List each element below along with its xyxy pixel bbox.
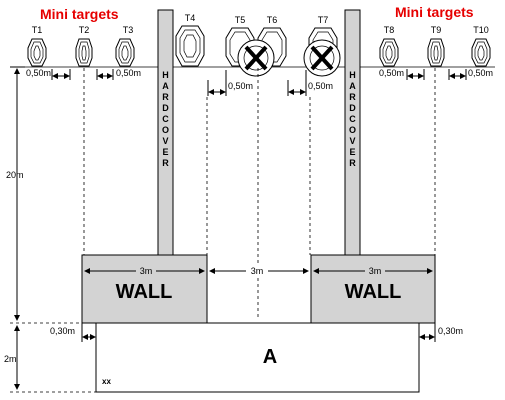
- wall-left-label: WALL: [116, 281, 173, 303]
- wall-right-width-bg: [365, 264, 385, 276]
- target-t1-icon: [27, 38, 47, 67]
- no-shoot-target-t5-t6-icon: [237, 39, 275, 77]
- wall-left-width-label: 3m: [140, 266, 153, 276]
- target-label-t3: T3: [123, 25, 134, 35]
- wall-right-label: WALL: [345, 281, 402, 303]
- target-label-t7: T7: [318, 15, 329, 25]
- target-t2-icon: [75, 38, 93, 67]
- right-offset-label: 0,30m: [438, 326, 463, 336]
- spacing-t6-t7: 0,50m: [287, 70, 333, 96]
- spacing-t8-t9: 0,50m: [379, 68, 425, 80]
- spacing-t9-t10: 0,50m: [448, 68, 493, 80]
- target-t3-icon: [115, 38, 135, 67]
- target-t4-icon: [175, 25, 205, 67]
- wall-gap-bg: [246, 264, 268, 276]
- target-t10-icon: [471, 38, 491, 67]
- no-shoot-target-t7-icon: [303, 39, 341, 77]
- mini-targets-title-right: Mini targets: [395, 4, 474, 20]
- target-label-t4: T4: [185, 13, 196, 23]
- target-label-t6: T6: [267, 15, 278, 25]
- area-corner-label: xx: [102, 377, 111, 386]
- shooting-area-a: [95, 322, 420, 393]
- spacing-label-t8-t9: 0,50m: [379, 68, 404, 78]
- wall-left-width-bg: [136, 264, 156, 276]
- area-label: A: [263, 346, 277, 368]
- spacing-label-t6-t7: 0,50m: [308, 81, 333, 91]
- box-depth-label: 2m: [4, 354, 17, 364]
- spacing-label-t9-t10: 0,50m: [468, 68, 493, 78]
- spacing-label-t1-t2: 0,50m: [26, 68, 51, 78]
- spacing-label-t2-t3: 0,50m: [116, 68, 141, 78]
- target-label-t2: T2: [79, 25, 90, 35]
- mini-targets-title-left: Mini targets: [40, 6, 119, 22]
- spacing-label-t4-t5: 0,50m: [228, 81, 253, 91]
- wall-gap-label: 3m: [251, 266, 264, 276]
- spacing-t1-t2: 0,50m: [26, 68, 71, 80]
- spacing-t2-t3: 0,50m: [96, 68, 141, 80]
- range-dim-label: 20m: [6, 170, 24, 180]
- target-label-t1: T1: [32, 25, 43, 35]
- target-t8-icon: [379, 38, 399, 67]
- target-label-t10: T10: [473, 25, 489, 35]
- left-offset-label: 0,30m: [50, 326, 75, 336]
- target-label-t9: T9: [431, 25, 442, 35]
- target-t9-icon: [427, 38, 445, 67]
- target-label-t5: T5: [235, 15, 246, 25]
- spacing-t4-t5: 0,50m: [207, 70, 253, 96]
- target-label-t8: T8: [384, 25, 395, 35]
- wall-right-width-label: 3m: [369, 266, 382, 276]
